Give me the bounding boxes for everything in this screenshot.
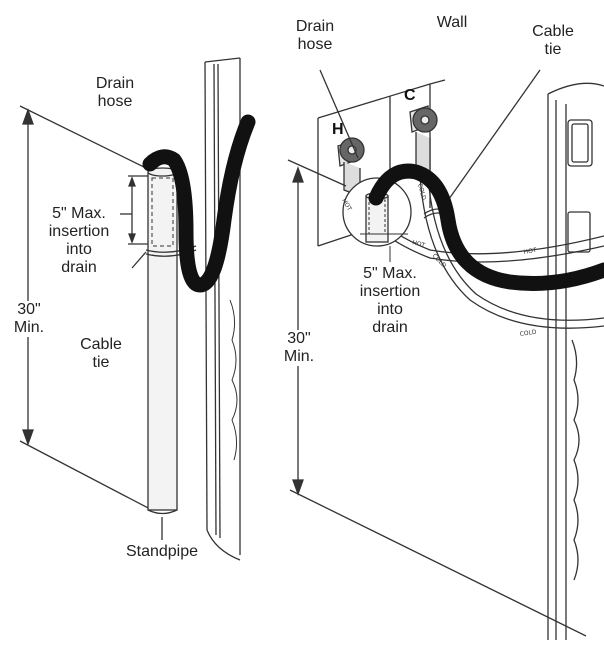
hot-valve-letter: H	[332, 121, 344, 138]
left-insertion-label: 5" Max. insertion into drain	[48, 205, 110, 276]
right-drain-hose-label: Drain hose	[295, 18, 335, 53]
right-floor-line	[289, 489, 587, 637]
hose-mark: COLD	[416, 183, 427, 201]
right-drain-hose	[368, 163, 604, 291]
right-hot-valve	[337, 137, 365, 197]
right-washer-body	[547, 82, 604, 640]
left-insertion-dimension	[120, 175, 148, 245]
right-cable-tie-label: Cable tie	[532, 23, 574, 58]
cold-valve-letter: C	[404, 87, 416, 104]
right-drain-hose-leader	[319, 69, 359, 159]
left-height-label: 30" Min.	[6, 301, 52, 337]
right-insertion-label: 5" Max. insertion into drain	[359, 265, 421, 336]
left-figure	[19, 57, 256, 561]
left-floor-line	[19, 440, 153, 511]
right-valve-letters: H C	[332, 87, 416, 138]
left-standpipe	[147, 167, 178, 515]
hose-mark: HOT	[411, 239, 426, 249]
right-cold-valve	[409, 105, 438, 177]
right-height-label: 30" Min.	[276, 330, 322, 366]
right-wall-label: Wall	[436, 14, 468, 31]
left-height-dimension	[22, 108, 34, 446]
left-top-reference-line	[19, 105, 151, 171]
right-insertion-leader	[360, 233, 408, 262]
left-drain-hose	[142, 114, 256, 293]
left-washer-side-panel	[204, 57, 241, 561]
right-top-reference-line	[287, 159, 347, 187]
right-figure	[287, 69, 604, 640]
hose-mark: HOT	[523, 247, 537, 256]
left-drain-hose-label: Drain hose	[95, 75, 135, 110]
left-standpipe-label: Standpipe	[125, 543, 199, 560]
left-cable-tie-label: Cable tie	[80, 336, 122, 371]
right-standpipe-magnifier	[342, 177, 412, 247]
hose-mark: COLD	[519, 329, 537, 338]
